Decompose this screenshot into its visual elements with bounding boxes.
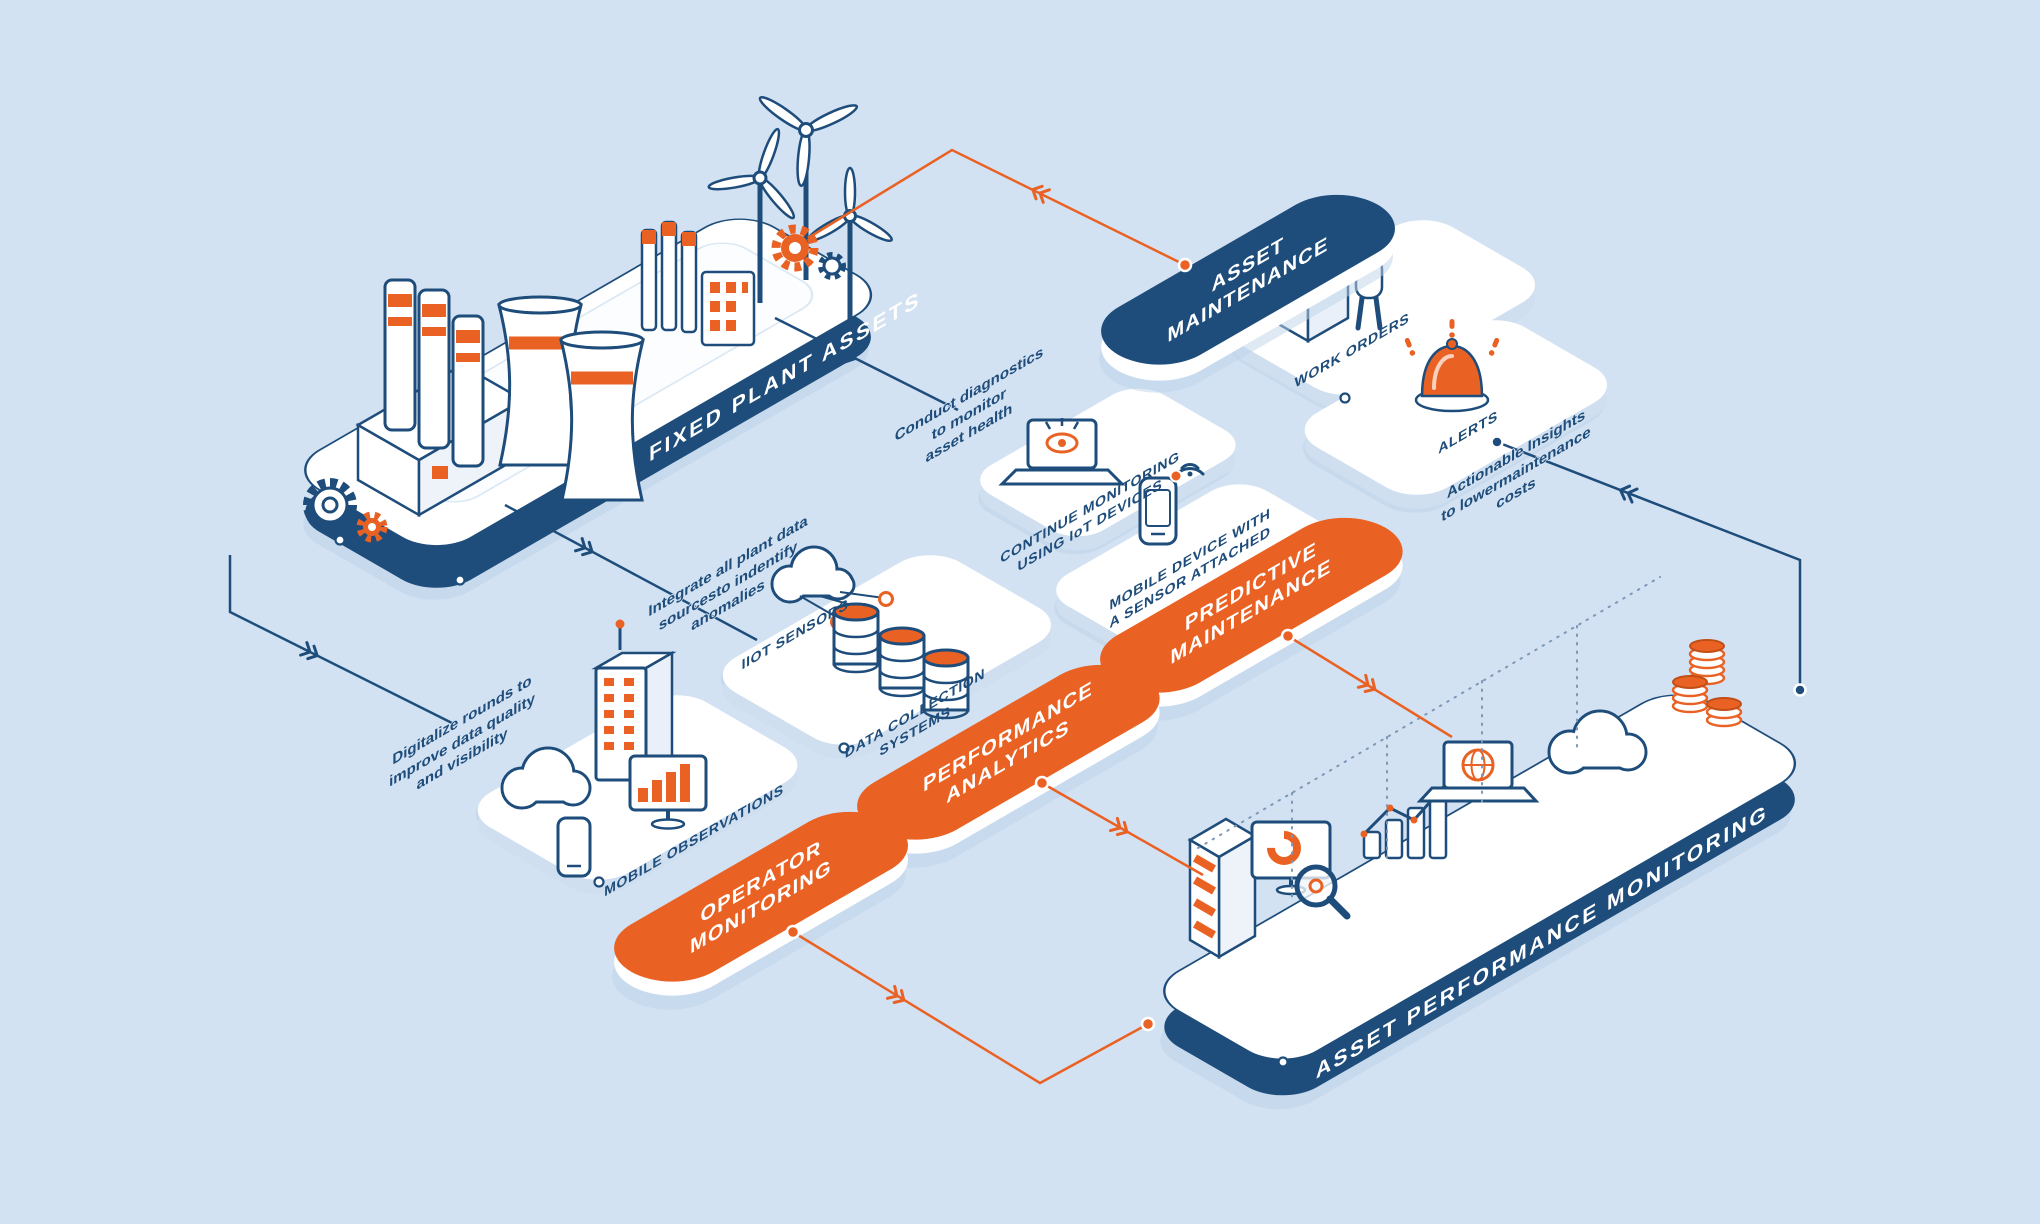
smartphone-icon bbox=[556, 816, 592, 878]
screw-icon bbox=[334, 534, 346, 546]
donut-chart-icon bbox=[1267, 831, 1301, 865]
flow-plant-to-analytics bbox=[504, 503, 758, 642]
bell-alert-icon bbox=[1404, 319, 1500, 413]
connector-dot bbox=[1793, 683, 1807, 697]
operator-monitoring-pill bbox=[612, 811, 908, 1010]
screw-icon bbox=[1339, 392, 1351, 404]
server-icon bbox=[1187, 817, 1258, 960]
cloud-icon bbox=[500, 746, 592, 810]
chimney-icon bbox=[451, 314, 485, 468]
flow-apm-to-maintenance bbox=[1496, 440, 1802, 690]
screw-icon bbox=[593, 876, 605, 888]
smartphone-icon bbox=[1138, 463, 1205, 546]
database-icon bbox=[922, 648, 970, 720]
flow-plant-to-operator bbox=[228, 555, 453, 725]
magnifier-icon bbox=[1294, 864, 1351, 920]
flow-predictive-to-apm bbox=[1287, 634, 1453, 739]
flow-plant-to-predictive bbox=[774, 316, 959, 412]
predictive-maintenance-pill bbox=[1098, 517, 1403, 721]
operator-monitoring-group bbox=[475, 619, 798, 894]
connector-dot bbox=[1177, 257, 1193, 273]
blue-flows bbox=[228, 316, 1802, 725]
laptop-icon bbox=[998, 418, 1126, 486]
factory-illustration bbox=[303, 96, 893, 543]
connector-dot bbox=[1034, 775, 1050, 791]
chimney-icon bbox=[383, 278, 417, 432]
flow-operator-to-apm bbox=[792, 930, 1149, 1085]
database-icon bbox=[832, 602, 880, 674]
predictive-maintenance-group bbox=[978, 388, 1345, 669]
globe-icon bbox=[1461, 748, 1495, 782]
screw-icon bbox=[1277, 1056, 1289, 1068]
performance-analytics-group bbox=[720, 545, 1051, 759]
cooling-tower-icon bbox=[559, 330, 645, 502]
connector-dot bbox=[1140, 1016, 1156, 1032]
gear-icon bbox=[303, 478, 388, 543]
flow-arrows bbox=[228, 148, 1807, 1085]
screw-icon bbox=[838, 742, 850, 754]
eye-icon bbox=[1044, 418, 1080, 454]
building-icon bbox=[700, 270, 756, 347]
asset-performance-monitoring-platform bbox=[1160, 639, 1797, 1110]
flow-maintenance-to-plant bbox=[807, 148, 1186, 267]
flow-analytics-to-apm bbox=[1041, 781, 1204, 877]
connector-dot bbox=[1280, 628, 1296, 644]
monitor-icon bbox=[628, 754, 708, 830]
wind-turbine-icon bbox=[707, 127, 796, 303]
database-icon bbox=[878, 626, 926, 698]
performance-analytics-pill bbox=[855, 664, 1160, 868]
building-icon bbox=[591, 619, 677, 783]
bar-chart-icon bbox=[638, 764, 690, 802]
connector-dot bbox=[785, 924, 801, 940]
asset-maintenance-pill bbox=[1099, 194, 1395, 393]
laptop-icon bbox=[1416, 740, 1540, 803]
gear-icon bbox=[771, 224, 846, 280]
wind-turbine-icon bbox=[758, 96, 859, 280]
connector-dot bbox=[1490, 435, 1504, 449]
cloud-icon bbox=[1547, 709, 1648, 775]
screw-icon bbox=[454, 574, 466, 586]
dotted-data-streams bbox=[1197, 576, 1661, 901]
coin-stack-icon bbox=[1671, 675, 1709, 714]
cooling-tower-icon bbox=[497, 295, 583, 467]
orange-flows bbox=[792, 148, 1453, 1085]
building-icon bbox=[640, 220, 698, 334]
cloud-icon bbox=[770, 545, 856, 604]
coin-stack-icon bbox=[1705, 697, 1743, 728]
chimney-icon bbox=[417, 288, 451, 450]
